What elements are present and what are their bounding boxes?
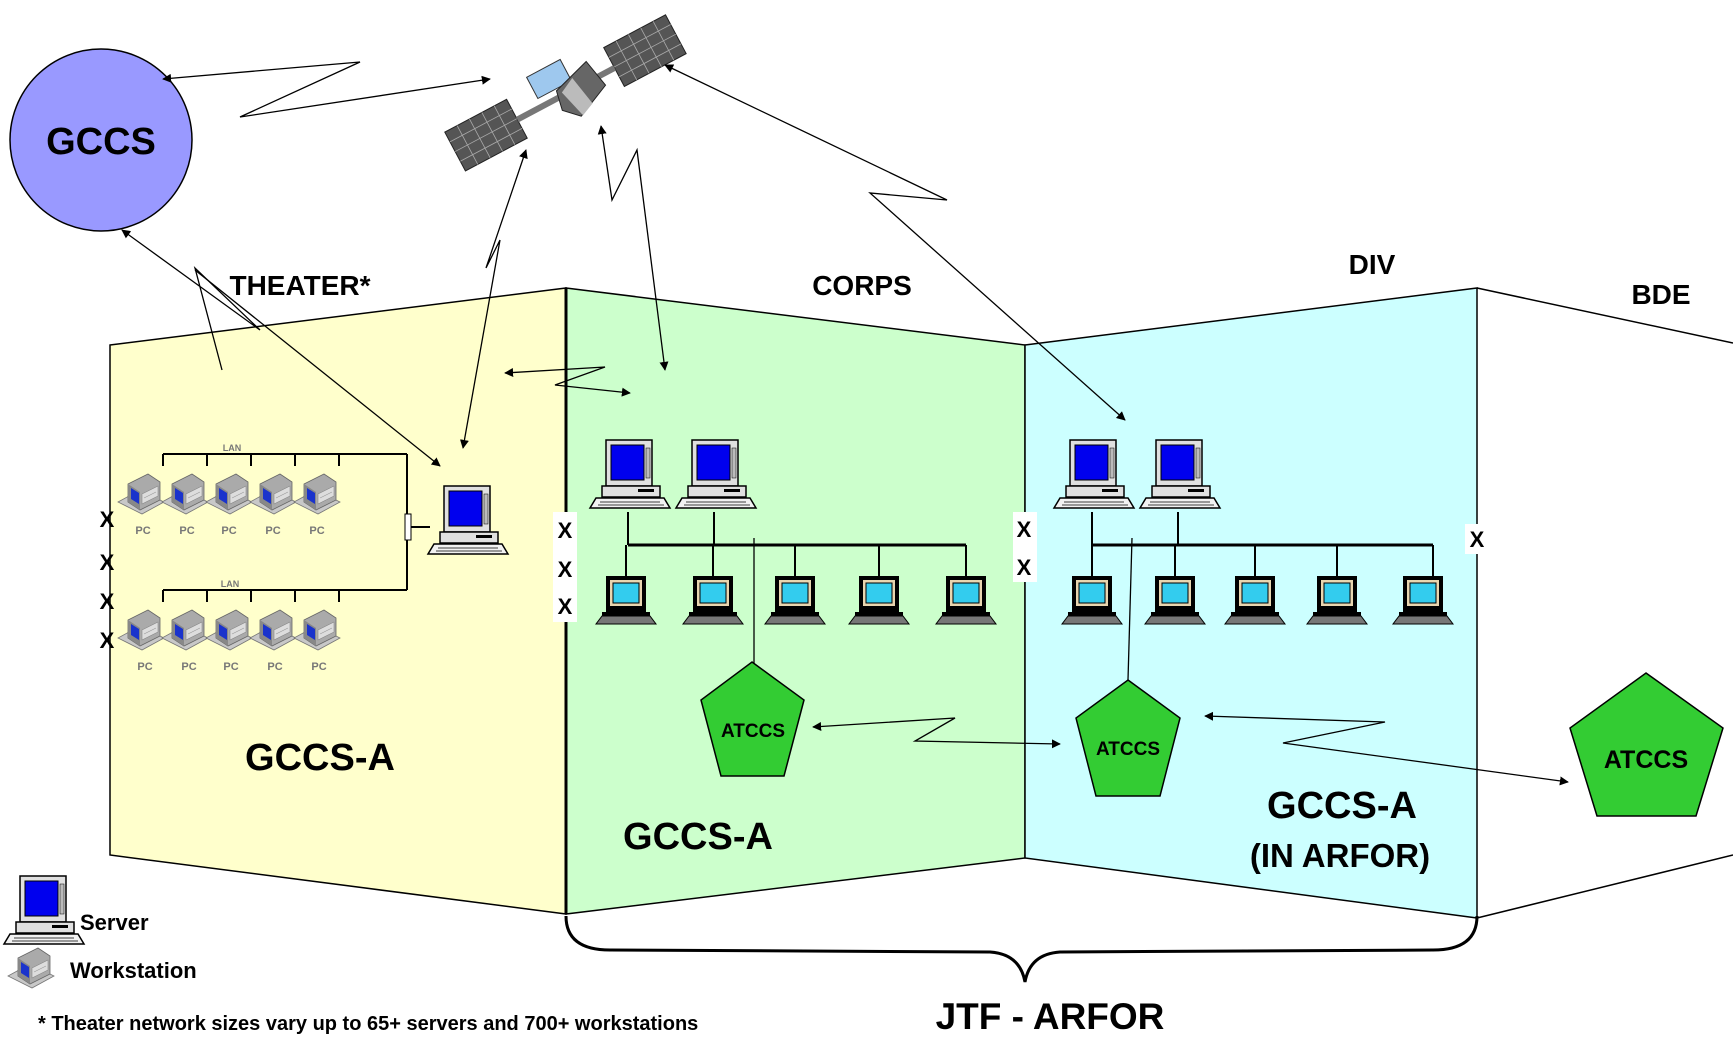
lan-label-bottom: LAN [221,579,240,589]
x-mark: X [1017,517,1032,542]
x-mark: X [1470,527,1485,552]
div-network [1053,439,1454,681]
comm-links [121,61,1569,786]
pc-label: PC [265,525,280,537]
corps-system-label: GCCS-A [623,816,773,858]
legend-server-label: Server [80,910,149,935]
x-mark: X [558,594,573,619]
footnote: * Theater network sizes vary up to 65+ s… [38,1013,698,1035]
bde-panel [1476,287,1733,919]
theater-heading: THEATER* [229,270,370,301]
pc-label: PC [267,661,282,673]
link-satellite-theater [459,149,528,449]
x-mark: X [100,507,115,532]
atccs-bde-label: ATCCS [1604,746,1688,774]
x-mark: X [100,589,115,614]
pc-label: PC [137,661,152,673]
legend: Server Workstation [3,875,197,989]
pc-label: PC [179,525,194,537]
x-mark: X [558,518,573,543]
theater-lan: LAN LAN PC PC PC PC PC PC PC PC PC PC [117,443,509,673]
x-mark: X [100,628,115,653]
x-mark: X [100,550,115,575]
link-theater-server-left [194,269,441,467]
pc-workstation-icon [7,947,55,989]
x-markers: X X X X X X X X X X [100,507,1489,653]
link-theater-gccs [121,229,261,371]
x-mark: X [1017,555,1032,580]
server-icon [3,875,85,945]
atccs-div-node [1075,679,1181,797]
pc-label: PC [221,525,236,537]
jtf-arfor-label: JTF - ARFOR [936,996,1165,1037]
link-gccs-satellite [162,61,491,118]
corps-network [589,439,997,665]
link-theater-corps [504,366,631,397]
gccs-node [9,48,193,232]
bde-heading: BDE [1631,279,1690,310]
atccs-corps-node [700,661,805,777]
atccs-div-label: ATCCS [1096,739,1160,760]
link-satellite-div [664,64,1126,421]
legend-workstation-label: Workstation [70,958,197,983]
pc-label: PC [135,525,150,537]
link-satellite-corps [597,125,669,371]
gccs-label: GCCS [46,121,156,163]
jtf-arfor-brace [564,915,1479,983]
theater-system-label: GCCS-A [245,737,395,779]
lan-label-top: LAN [223,443,242,453]
x-mark: X [558,557,573,582]
atccs-bde-node [1569,672,1724,817]
pc-label: PC [311,661,326,673]
link-atccs-div-bde [1204,711,1569,786]
div-system-label-line1: GCCS-A [1267,785,1417,827]
corps-heading: CORPS [812,270,912,301]
satellite-icon [444,14,687,172]
div-heading: DIV [1349,249,1396,280]
atccs-corps-label: ATCCS [721,721,785,742]
pc-label: PC [309,525,324,537]
pc-label: PC [181,661,196,673]
pc-label: PC [223,661,238,673]
div-system-label-line2: (IN ARFOR) [1250,837,1430,874]
link-atccs-corps-div [812,717,1061,749]
